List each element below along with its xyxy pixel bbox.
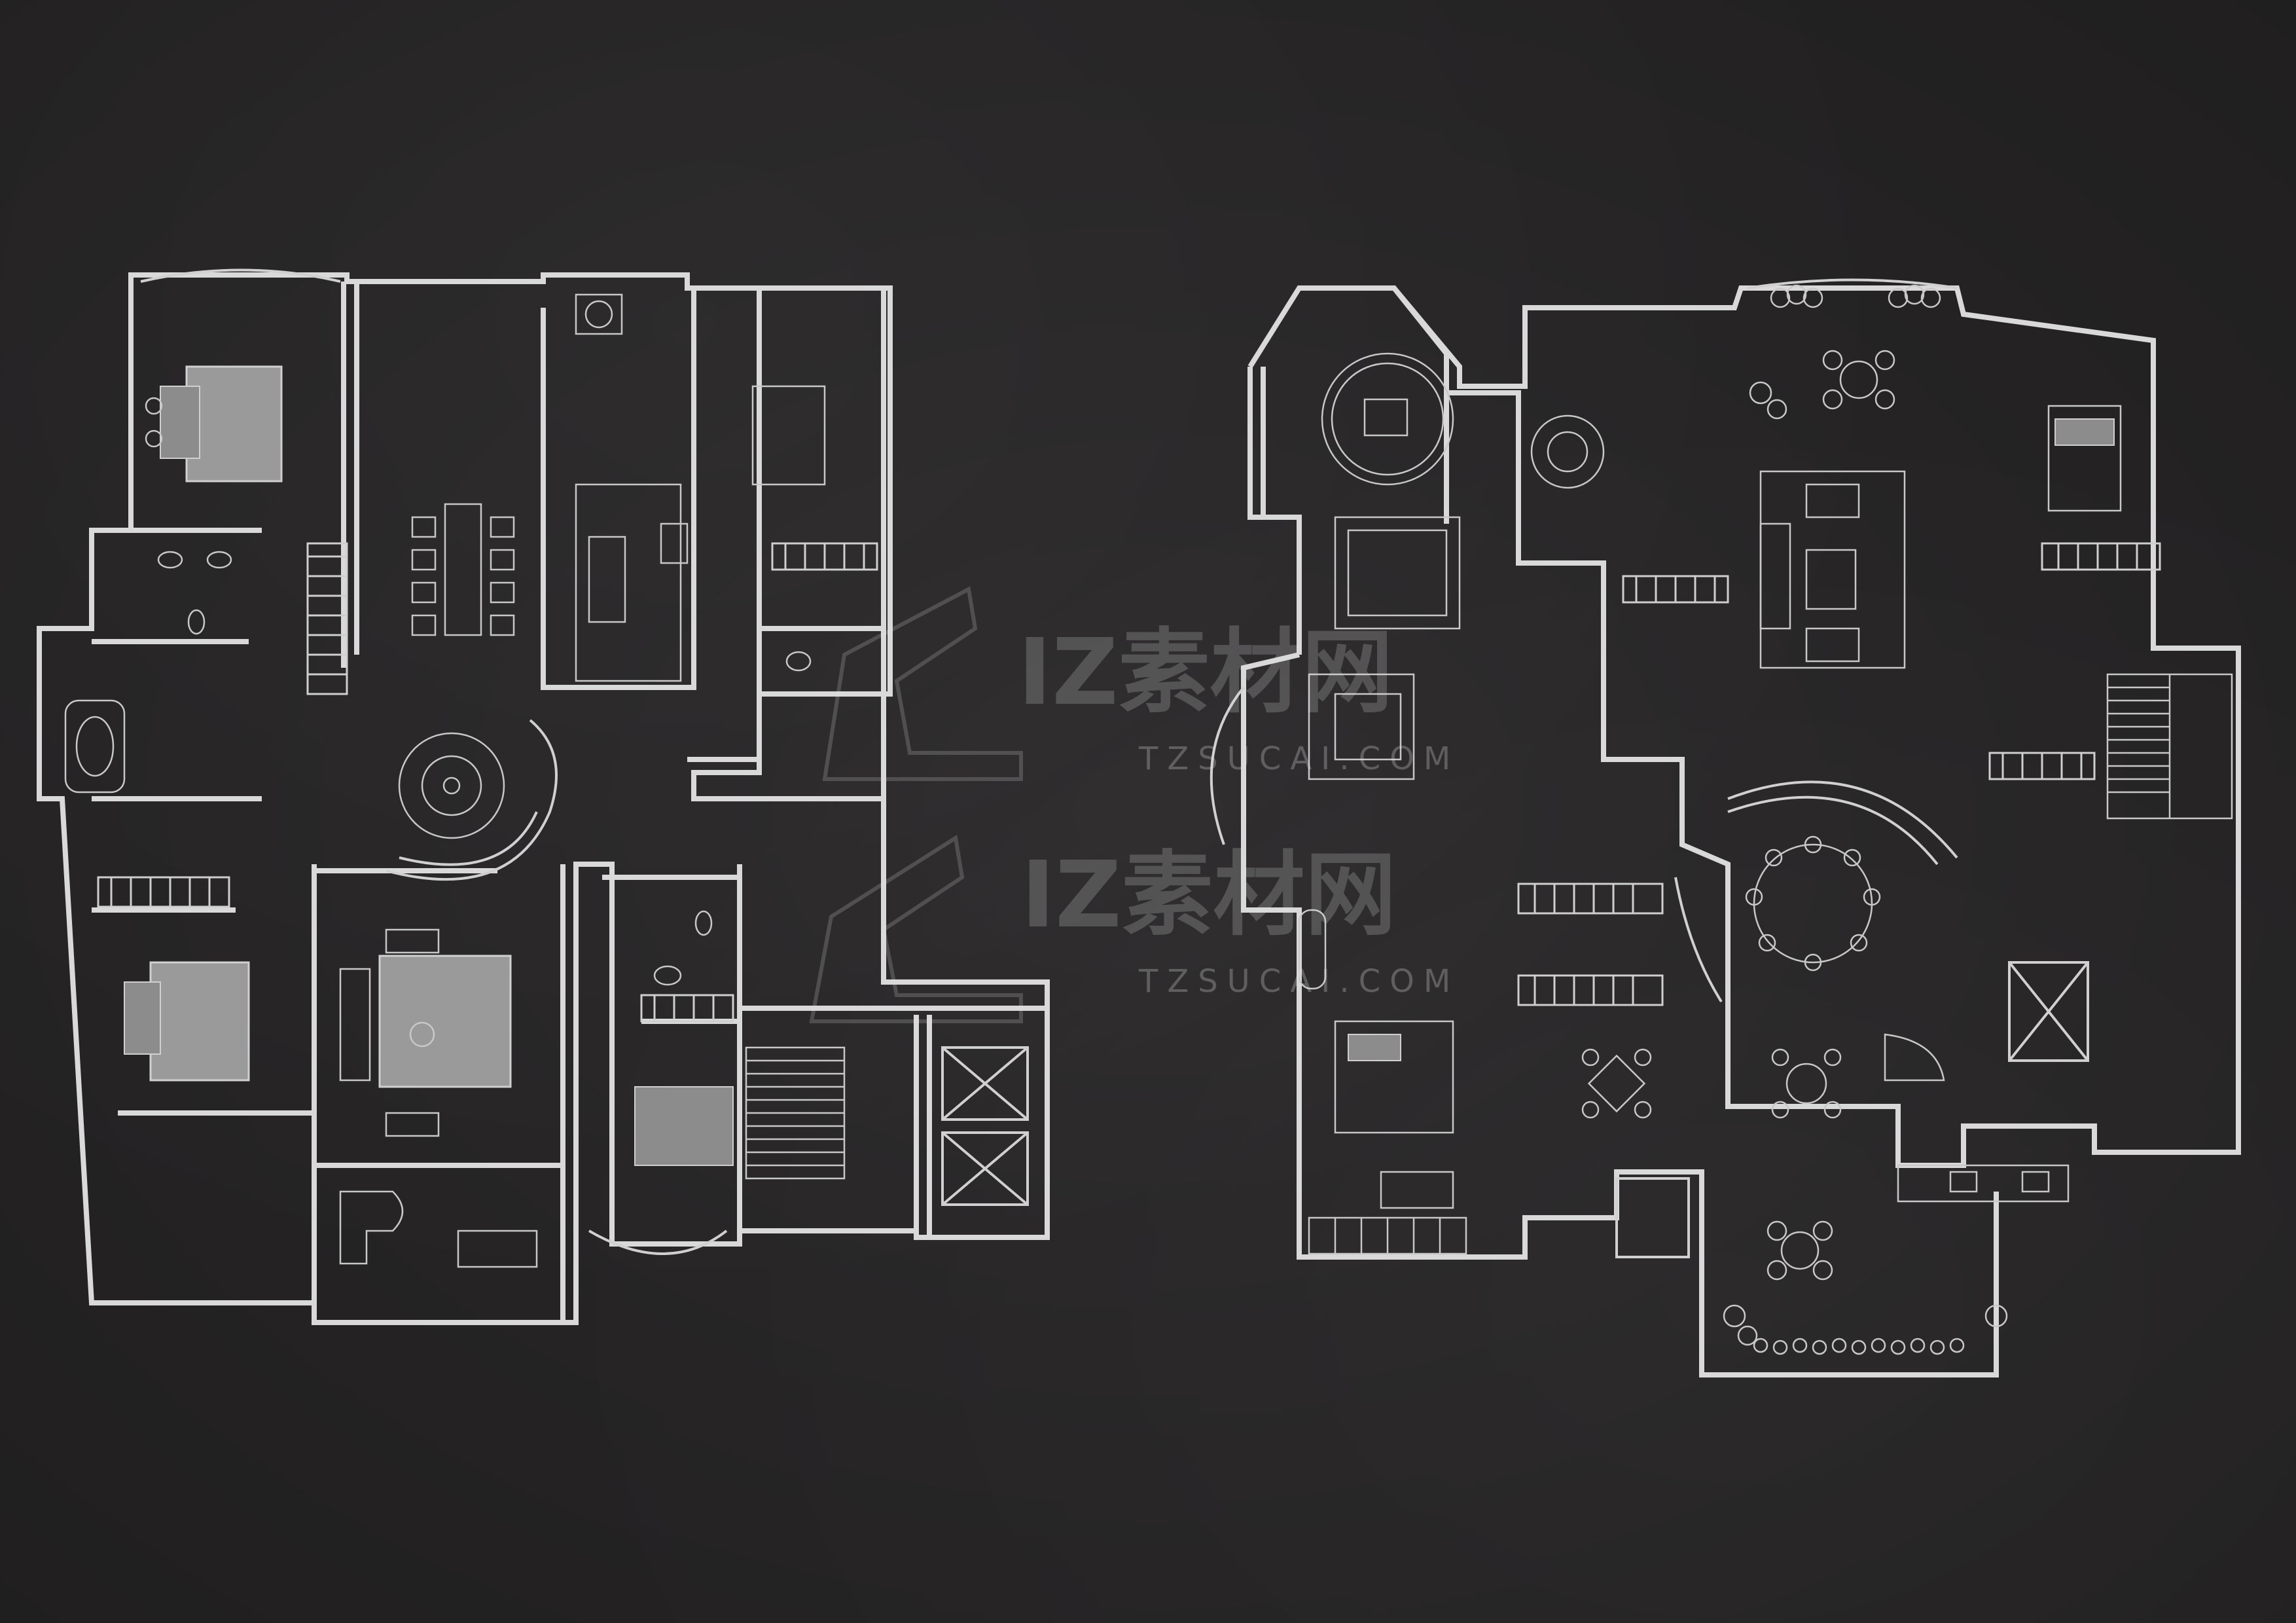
watermark-url: TZSUCAI.COM xyxy=(1138,740,1460,777)
watermark-brand-repeat: IZ素材网 xyxy=(1021,842,1397,949)
watermark-logo-icon xyxy=(822,586,1023,781)
floor-plan-right xyxy=(1210,278,2241,1377)
floor-plan-left xyxy=(37,268,1050,1325)
watermark-logo-icon-2 xyxy=(809,835,1023,1023)
watermark-brand: IZ素材网 xyxy=(1018,619,1393,726)
watermark-group-lower: IZ素材网 TZSUCAI.COM xyxy=(809,835,1460,1023)
watermark-group-upper: IZ素材网 TZSUCAI.COM xyxy=(822,586,1460,781)
watermark-url-repeat: TZSUCAI.COM xyxy=(1138,963,1460,1000)
